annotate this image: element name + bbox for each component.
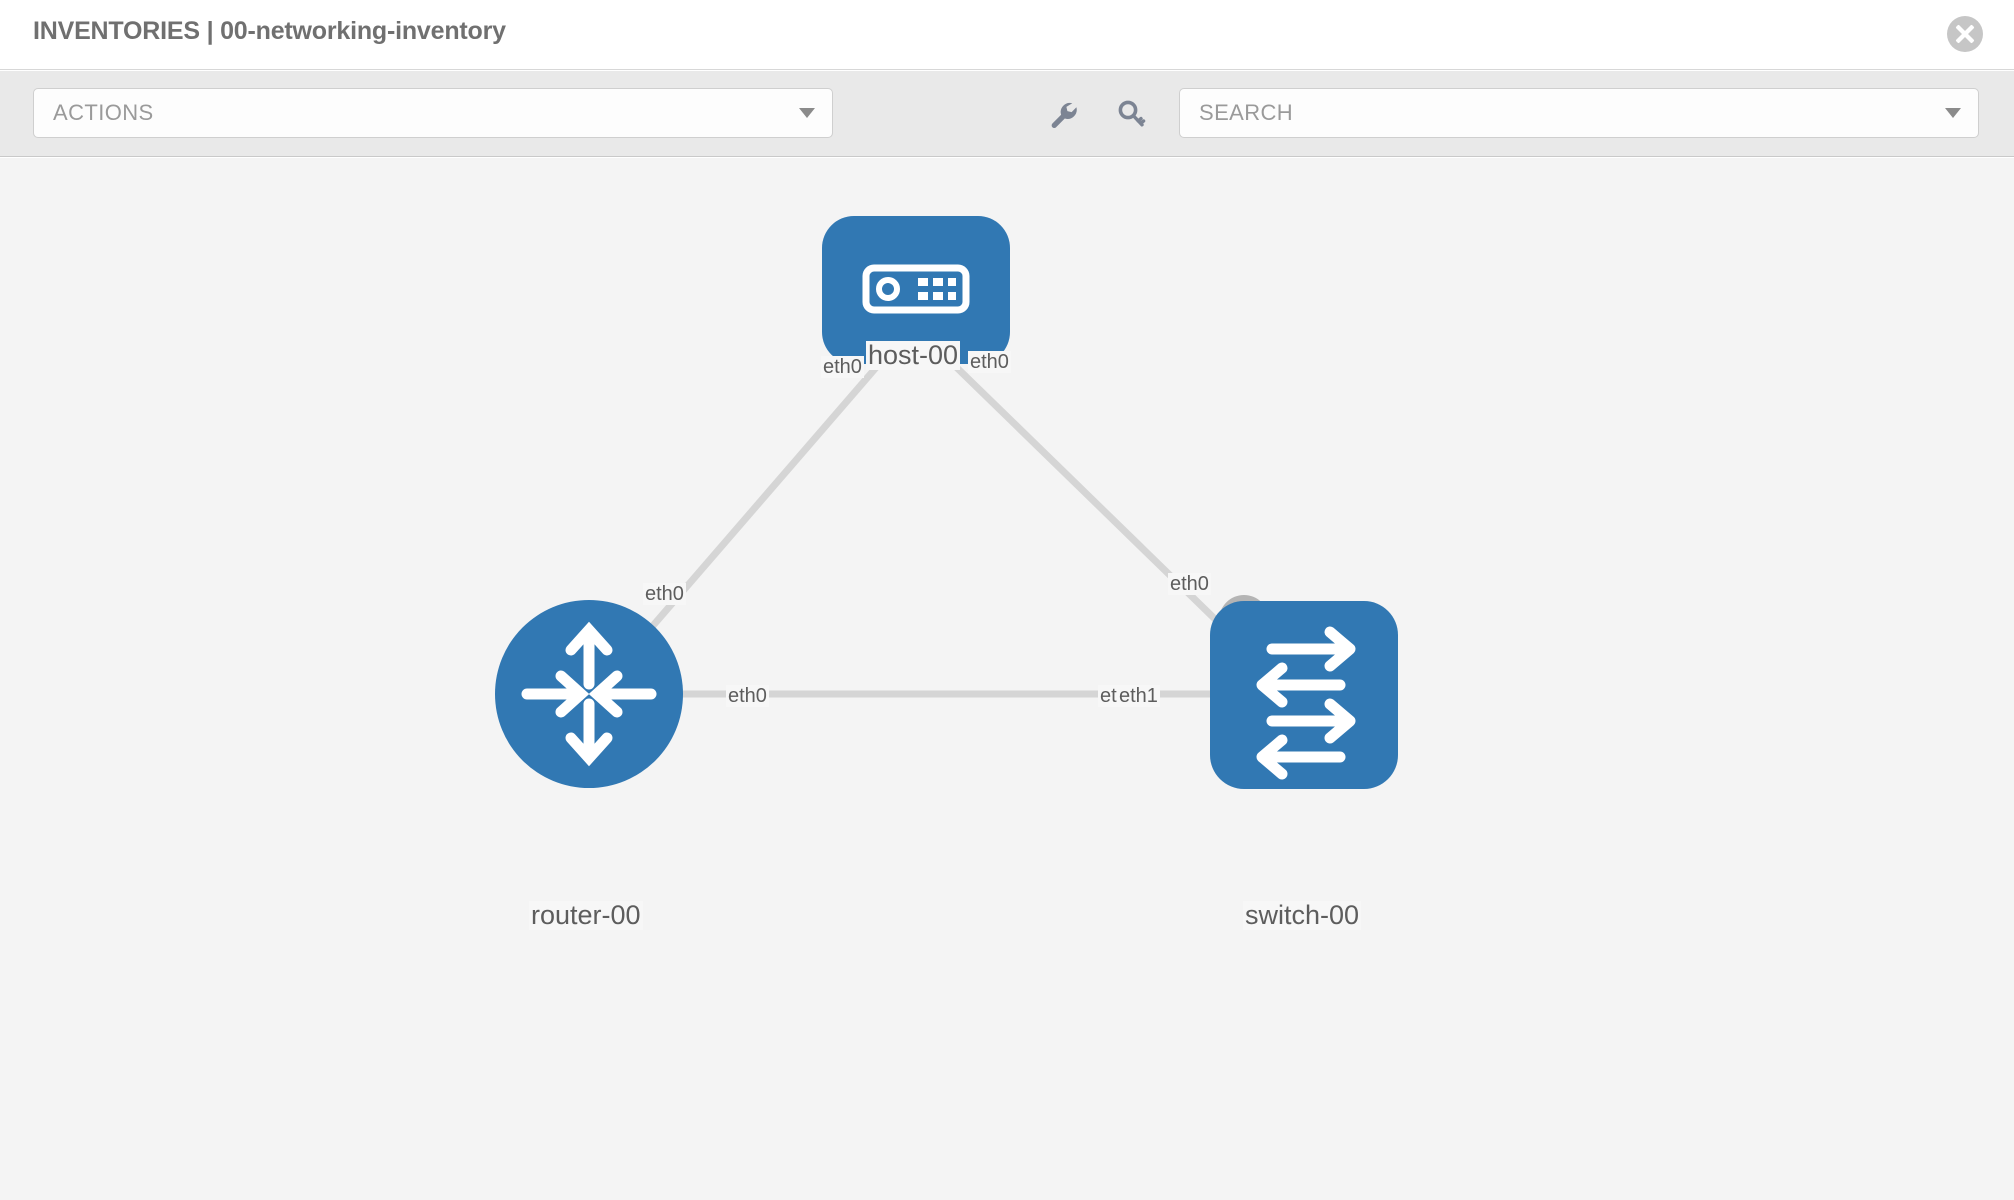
- node-router-00[interactable]: [495, 600, 683, 788]
- page-header: INVENTORIES | 00-networking-inventory: [0, 0, 2014, 70]
- topology-canvas[interactable]: host-00 eth0 eth0 eth0 eth0 eth0 eth0 et…: [0, 158, 2014, 1200]
- wrench-icon[interactable]: [1046, 97, 1080, 131]
- edge-host-switch[interactable]: [949, 360, 1258, 661]
- node-switch-00[interactable]: [1210, 601, 1398, 789]
- wrench-icon-glyph: [1051, 102, 1077, 128]
- graph-connectors: [611, 318, 1273, 719]
- close-icon[interactable]: [1947, 16, 1983, 52]
- server-icon: [862, 264, 970, 314]
- topology-graph: [495, 216, 1398, 789]
- edge-host-router[interactable]: [622, 360, 883, 661]
- router-arrows-icon: [521, 621, 657, 767]
- search-input-placeholder[interactable]: SEARCH: [1199, 100, 1294, 125]
- actions-dropdown-label: ACTIONS: [53, 100, 154, 125]
- actions-dropdown[interactable]: ACTIONS: [33, 88, 833, 138]
- search-dropdown[interactable]: SEARCH: [1179, 88, 1979, 138]
- key-icon-glyph: [1118, 100, 1146, 127]
- graph-edges: [622, 360, 1258, 698]
- key-icon[interactable]: [1114, 97, 1148, 131]
- toolbar: ACTIONS SEARCH: [0, 71, 2014, 157]
- page-title: INVENTORIES | 00-networking-inventory: [33, 17, 506, 45]
- switch-arrows-icon: [1256, 626, 1356, 780]
- node-host-00[interactable]: [822, 216, 1010, 364]
- chevron-down-icon: [799, 108, 815, 118]
- close-icon-glyph: [1955, 24, 1975, 44]
- chevron-down-icon: [1945, 108, 1961, 118]
